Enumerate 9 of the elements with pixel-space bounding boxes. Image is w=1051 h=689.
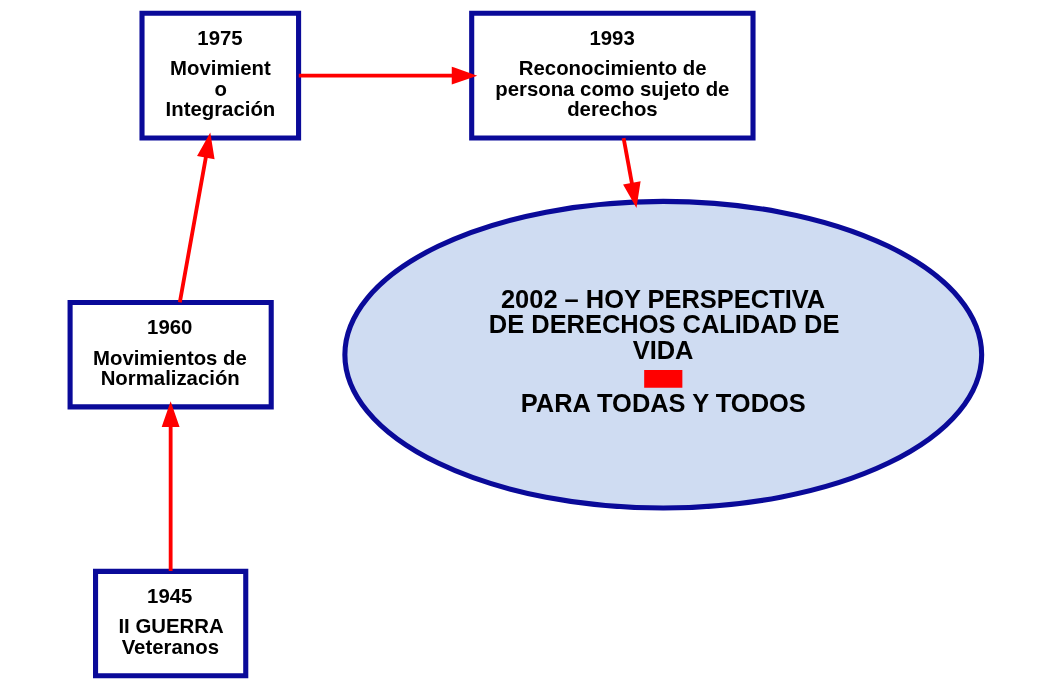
arrow bbox=[298, 66, 477, 85]
node-box: 1993 Reconocimiento de persona como sujeto de derechos bbox=[468, 10, 756, 141]
node-ellipse: 2002 – HOY PERSPECTIVA DE DERECHOS CALIDAD DE VIDA PARA TODAS Y TODOS bbox=[341, 198, 984, 511]
arrow bbox=[177, 132, 215, 303]
arrow bbox=[161, 401, 180, 571]
node-box: 1975 Movimient o Integración bbox=[138, 10, 301, 141]
node-box: 1960 Movimientos de Normalización bbox=[67, 299, 274, 410]
node-box: 1945 II GUERRA Veteranos bbox=[92, 568, 248, 679]
arrow bbox=[621, 137, 641, 208]
